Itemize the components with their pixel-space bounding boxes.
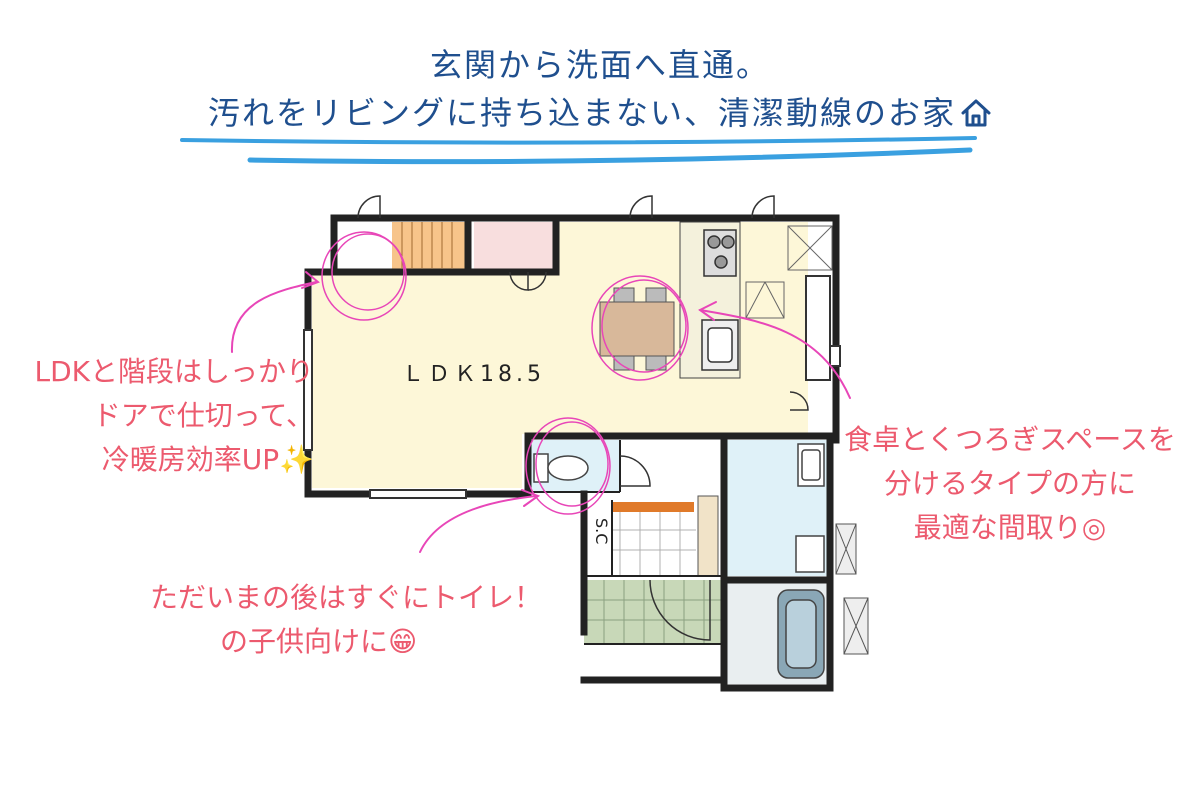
pantry [745, 225, 833, 319]
room-label-sc: S.C [592, 518, 611, 545]
note-line: 冷暖房効率UP✨ [101, 443, 314, 476]
title-line-2-text: 汚れをリビングに持ち込まない、清潔動線のお家 [207, 94, 956, 132]
shoe-cabinet [697, 495, 719, 577]
dining-table [599, 287, 675, 371]
note-line: 最適な間取り◎ [913, 511, 1107, 544]
note-line: 分けるタイプの方に [883, 467, 1136, 500]
note-dining-layout: 食卓とくつろぎスペースを 分けるタイプの方に 最適な間取り◎ [830, 418, 1190, 550]
note-line: ただいまの後はすぐにトイレ！ [150, 581, 543, 614]
note-line: LDKと階段はしっかり [34, 355, 314, 388]
genkan-floor [584, 580, 724, 644]
doors [357, 195, 809, 641]
sink [701, 319, 739, 371]
shelf-wood [612, 502, 694, 512]
note-toilet-access: ただいまの後はすぐにトイレ！ の子供向けに😁 [150, 576, 580, 664]
hall-tiles [612, 512, 696, 576]
note-door-partition: LDKと階段はしっかり ドアで仕切って、 冷暖房効率UP✨ [24, 350, 314, 482]
note-line: ドアで仕切って、 [92, 399, 314, 432]
genkan-tiles [584, 580, 724, 644]
ldk-floor [312, 272, 522, 488]
house-icon [961, 99, 991, 127]
washer [795, 535, 825, 573]
outdoor-units [835, 523, 869, 655]
toilet [533, 453, 589, 483]
title-underline-2 [247, 147, 973, 165]
room-label-ldk: ＬＤＫ18.5 [402, 362, 545, 387]
annotation-arrows [230, 271, 851, 553]
note-line: 食卓とくつろぎスペースを [844, 423, 1176, 456]
note-line: の子供向けに😁 [220, 625, 418, 658]
highlight-circles [321, 231, 689, 515]
title-underline [180, 136, 977, 145]
closet-floor [474, 222, 556, 270]
bathtub [777, 589, 825, 679]
title-line-2: 汚れをリビングに持ち込まない、清潔動線のお家 [0, 88, 1200, 134]
stove [703, 229, 737, 277]
washbasin [797, 443, 825, 487]
windows [303, 275, 841, 499]
stair-steps [401, 222, 453, 268]
title-line-1: 玄関から洗面へ直通。 [429, 46, 770, 84]
thin-walls [528, 440, 724, 645]
